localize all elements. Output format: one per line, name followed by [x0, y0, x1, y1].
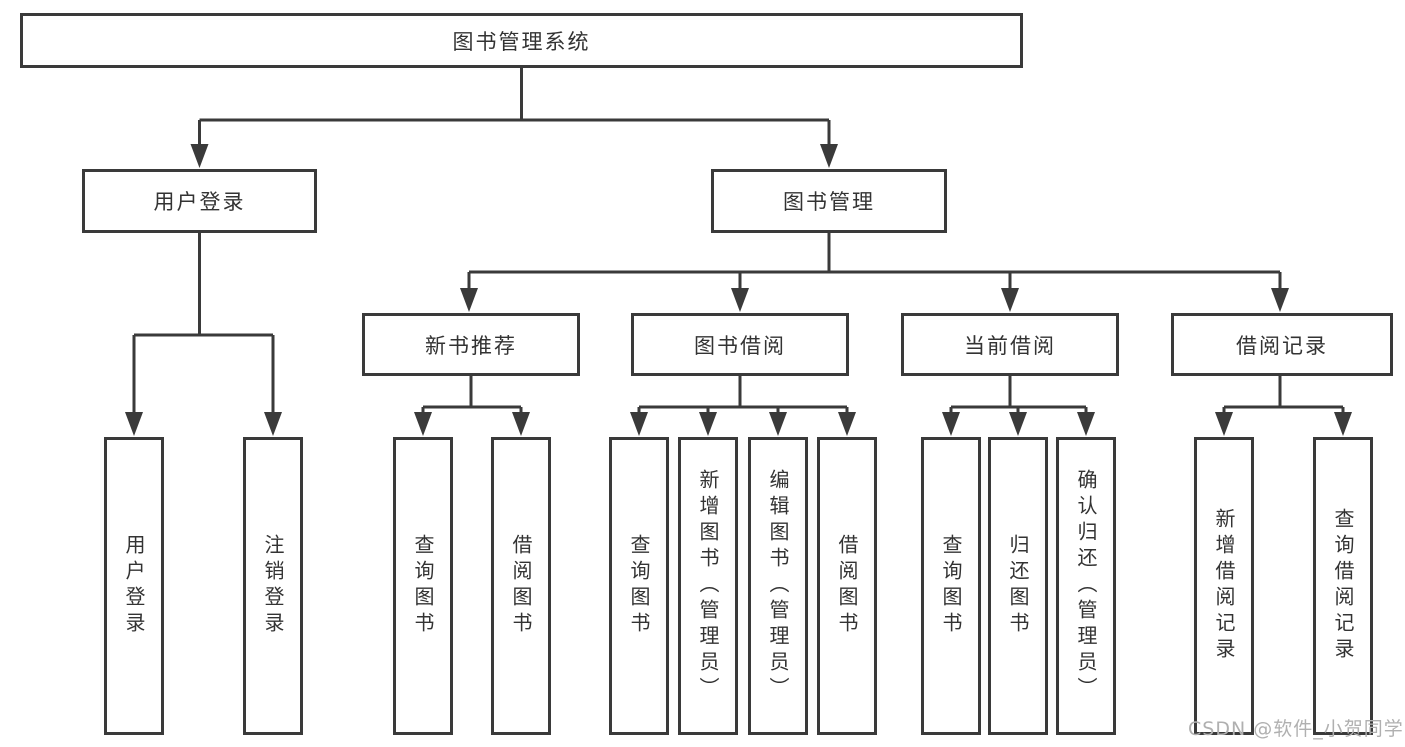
node-book-management: 图书管理	[711, 169, 947, 233]
node-borrowing-records: 借阅记录	[1171, 313, 1393, 376]
leaf-query-borrow-record: 查询借阅记录	[1313, 437, 1373, 735]
node-label: 借阅记录	[1236, 333, 1328, 358]
leaf-label: 注销登录	[261, 534, 285, 638]
node-label: 新书推荐	[425, 333, 517, 358]
leaf-user-login: 用户登录	[104, 437, 164, 735]
node-user-login: 用户登录	[82, 169, 317, 233]
leaf-logout: 注销登录	[243, 437, 303, 735]
node-current-borrowing: 当前借阅	[901, 313, 1119, 376]
leaf-add-books-admin: 新增图书（管理员）	[678, 437, 738, 735]
node-label: 图书管理	[783, 190, 875, 214]
leaf-query-books-current: 查询图书	[921, 437, 981, 735]
leaf-label: 借阅图书	[835, 534, 859, 638]
node-library-management-system: 图书管理系统	[20, 13, 1023, 68]
leaf-label: 归还图书	[1006, 534, 1030, 638]
leaf-label: 查询图书	[411, 534, 435, 638]
leaf-label: 用户登录	[122, 534, 146, 638]
node-label: 图书借阅	[694, 333, 786, 358]
leaf-label: 查询图书	[627, 534, 651, 638]
leaf-label: 新增借阅记录	[1212, 508, 1236, 664]
node-label: 用户登录	[153, 190, 246, 214]
leaf-label: 编辑图书（管理员）	[766, 469, 790, 703]
leaf-borrow-books-recommend: 借阅图书	[491, 437, 551, 735]
leaf-label: 查询图书	[939, 534, 963, 638]
node-label: 当前借阅	[964, 333, 1056, 358]
leaf-label: 借阅图书	[509, 534, 533, 638]
node-label: 图书管理系统	[452, 29, 591, 54]
leaf-borrow-books: 借阅图书	[817, 437, 877, 735]
leaf-label: 查询借阅记录	[1331, 508, 1355, 664]
leaf-label: 确认归还（管理员）	[1074, 469, 1098, 703]
leaf-confirm-return-admin: 确认归还（管理员）	[1056, 437, 1116, 735]
leaf-edit-books-admin: 编辑图书（管理员）	[748, 437, 808, 735]
node-book-borrowing: 图书借阅	[631, 313, 849, 376]
node-new-book-recommendation: 新书推荐	[362, 313, 580, 376]
leaf-label: 新增图书（管理员）	[696, 469, 720, 703]
leaf-query-books-recommend: 查询图书	[393, 437, 453, 735]
leaf-add-borrow-record: 新增借阅记录	[1194, 437, 1254, 735]
csdn-watermark: CSDN @软件_小贺同学	[1188, 718, 1404, 740]
leaf-return-books: 归还图书	[988, 437, 1048, 735]
leaf-query-books-borrow: 查询图书	[609, 437, 669, 735]
